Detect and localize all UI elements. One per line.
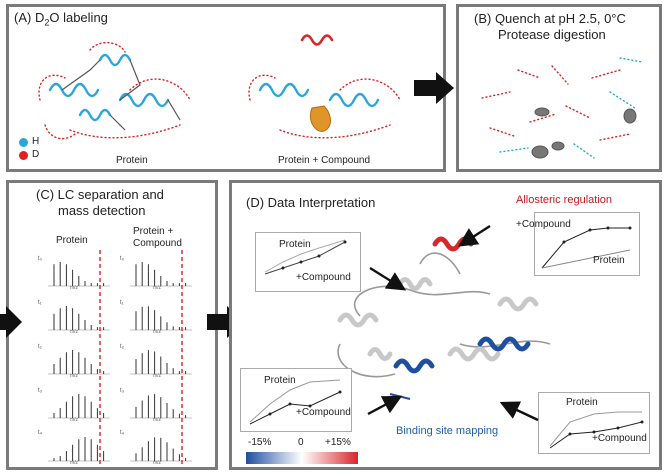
binding-label: Binding site mapping bbox=[396, 425, 499, 437]
mz-axis-label: m/z bbox=[153, 417, 162, 423]
legend-h-dot bbox=[19, 138, 28, 147]
mz-axis-label: m/z bbox=[70, 417, 79, 423]
mz-axis-label: m/z bbox=[70, 373, 79, 379]
inset-bottom-right bbox=[538, 392, 650, 454]
inset-top-left bbox=[255, 232, 361, 292]
panel-b-title-line2: Protease digestion bbox=[498, 27, 606, 42]
panel-b-title-line1: (B) Quench at pH 2.5, 0°C bbox=[474, 11, 626, 26]
time-label-right: t₄ bbox=[120, 430, 125, 436]
panel-a-title: (A) D2O labeling bbox=[14, 10, 108, 28]
panel-c-title-line1: (C) LC separation and bbox=[36, 187, 164, 202]
inset-br-bottom-label: +Compound bbox=[592, 433, 647, 444]
allosteric-label: Allosteric regulation bbox=[516, 194, 612, 206]
time-label-right: t₃ bbox=[120, 388, 125, 394]
inset-top-left-plot bbox=[264, 239, 347, 275]
scale-right-label: +15% bbox=[325, 437, 351, 448]
time-label-left: t₂ bbox=[38, 344, 42, 350]
panel-c-col1: Protein bbox=[56, 235, 88, 246]
inset-bottom-right-plot bbox=[549, 411, 644, 449]
inset-tr-bottom-label: Protein bbox=[593, 255, 625, 266]
protein-structure-a1 bbox=[38, 42, 191, 140]
panel-c-col2-line2: Compound bbox=[133, 238, 182, 249]
time-label-left: t₁ bbox=[38, 300, 42, 306]
time-label-right: t₂ bbox=[120, 344, 124, 350]
peptide-fragments bbox=[481, 57, 643, 159]
inset-tl-bottom-label: +Compound bbox=[296, 272, 351, 283]
time-label-left: t₃ bbox=[38, 388, 43, 394]
mz-axis-label: m/z bbox=[153, 285, 162, 291]
arrow-a-to-b bbox=[414, 72, 454, 104]
scale-left-label: -15% bbox=[248, 437, 272, 448]
inset-tr-top-label: +Compound bbox=[516, 219, 571, 230]
time-label-left: t₀ bbox=[38, 256, 43, 262]
panel-c-title-line2: mass detection bbox=[58, 203, 146, 218]
panel-a bbox=[6, 4, 446, 172]
mz-axis-label: m/z bbox=[153, 460, 162, 466]
label-protein-a: Protein bbox=[116, 155, 148, 166]
time-label-left: t₄ bbox=[38, 430, 43, 436]
legend-h-label: H bbox=[32, 136, 40, 147]
mz-axis-label: m/z bbox=[70, 285, 79, 291]
time-label-right: t₀ bbox=[120, 256, 125, 262]
colour-scale-bar bbox=[246, 452, 358, 464]
panel-c-col2-line1: Protein + bbox=[133, 226, 174, 237]
inset-bottom-left bbox=[240, 368, 352, 432]
panel-d-title: (D) Data Interpretation bbox=[246, 195, 376, 210]
time-label-right: t₁ bbox=[120, 300, 124, 306]
inset-tl-top-label: Protein bbox=[279, 239, 311, 250]
legend-d-dot bbox=[19, 151, 28, 160]
inset-br-top-label: Protein bbox=[566, 397, 598, 408]
inset-top-right-plot bbox=[541, 226, 632, 269]
arrow-into-c bbox=[0, 306, 22, 338]
mz-axis-label: m/z bbox=[153, 373, 162, 379]
protein-structure-d bbox=[337, 236, 551, 400]
scale-mid-label: 0 bbox=[298, 437, 304, 448]
mz-axis-label: m/z bbox=[70, 329, 79, 335]
mz-axis-label: m/z bbox=[153, 329, 162, 335]
legend-d-label: D bbox=[32, 149, 40, 160]
inset-top-right bbox=[534, 212, 640, 276]
mz-axis-label: m/z bbox=[70, 460, 79, 466]
label-protein-compound-a: Protein + Compound bbox=[278, 155, 371, 166]
inset-bottom-left-plot bbox=[249, 379, 342, 425]
inset-bl-bottom-label: +Compound bbox=[296, 407, 351, 418]
protein-structure-a2 bbox=[248, 34, 401, 139]
inset-bl-top-label: Protein bbox=[264, 375, 296, 386]
